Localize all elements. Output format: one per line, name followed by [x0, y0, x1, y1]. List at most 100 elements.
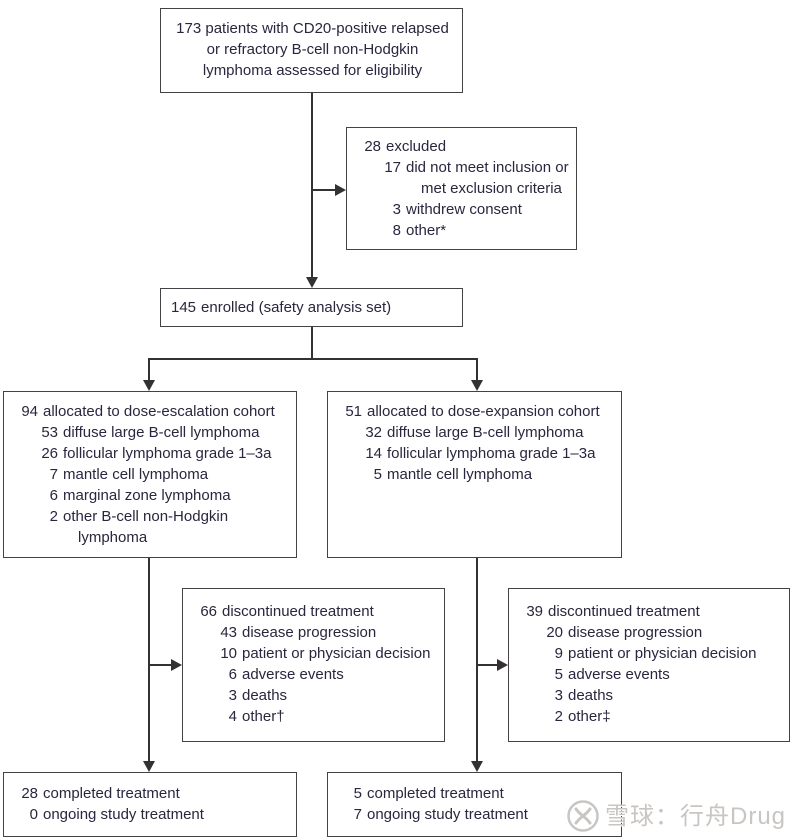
line-count: 2 — [554, 708, 563, 725]
box-line: met exclusion criteria — [357, 178, 568, 199]
line-text: marginal zone lymphoma — [63, 487, 231, 504]
line-text: completed treatment — [43, 785, 180, 802]
watermark-text: 雪球：行舟Drug — [605, 802, 787, 830]
line-text: adverse events — [568, 666, 670, 683]
line-count: 9 — [554, 645, 563, 662]
connector-branch-discontinued-expansion — [476, 664, 500, 666]
line-text: deaths — [242, 687, 288, 704]
box-line: lymphoma assessed for eligibility — [171, 60, 454, 81]
line-count: 7 — [49, 466, 58, 483]
line-count: 43 — [220, 624, 237, 641]
line-count: 32 — [365, 424, 382, 441]
line-count: 10 — [220, 645, 237, 662]
line-text: disease progression — [242, 624, 377, 641]
line-text: other† — [242, 708, 285, 725]
connector-split-right-stub — [476, 358, 478, 382]
box-line: 3 deaths — [193, 685, 436, 706]
box-eligibility: 173 patients with CD20-positive relapsed… — [160, 8, 463, 93]
box-line: lymphoma — [14, 527, 288, 548]
box-line: 28 excluded — [357, 136, 568, 157]
line-text: patient or physician decision — [568, 645, 757, 662]
line-count: 14 — [365, 445, 382, 462]
box-line: 6 marginal zone lymphoma — [14, 485, 288, 506]
line-text: completed treatment — [367, 785, 504, 802]
line-count: 17 — [384, 159, 401, 176]
line-count: 6 — [228, 666, 237, 683]
line-text: or refractory B-cell non-Hodgkin — [206, 41, 419, 58]
box-line: 173 patients with CD20-positive relapsed — [171, 18, 454, 39]
line-count: 2 — [49, 508, 58, 525]
line-text: other B-cell non-Hodgkin — [63, 508, 229, 525]
arrowhead-into-completed-escalation — [143, 761, 155, 772]
box-line: 10 patient or physician decision — [193, 643, 436, 664]
line-text: enrolled (safety analysis set) — [201, 299, 392, 316]
box-line: or refractory B-cell non-Hodgkin — [171, 39, 454, 60]
line-count: 5 — [554, 666, 563, 683]
box-line: 14 follicular lymphoma grade 1–3a — [338, 443, 613, 464]
line-text: diffuse large B-cell lymphoma — [63, 424, 260, 441]
line-text: mantle cell lymphoma — [387, 466, 533, 483]
line-text: follicular lymphoma grade 1–3a — [63, 445, 272, 462]
line-text: follicular lymphoma grade 1–3a — [387, 445, 596, 462]
line-count: 6 — [49, 487, 58, 504]
connector-branch-to-excluded — [311, 189, 336, 191]
line-count: 39 — [526, 603, 543, 620]
line-text: lymphoma — [78, 529, 148, 546]
line-text: patient or physician decision — [242, 645, 431, 662]
line-count: 4 — [228, 708, 237, 725]
box-line: 32 diffuse large B-cell lymphoma — [338, 422, 613, 443]
connector-eligibility-to-enrolled — [311, 93, 313, 279]
box-line: 9 patient or physician decision — [519, 643, 781, 664]
connector-split-left-stub — [148, 358, 150, 382]
box-dose-expansion-cohort: 51 allocated to dose-expansion cohort 32 d… — [327, 391, 622, 558]
box-line: 6 adverse events — [193, 664, 436, 685]
arrowhead-into-excluded — [335, 184, 346, 196]
arrowhead-into-completed-expansion — [471, 761, 483, 772]
line-text: discontinued treatment — [548, 603, 700, 620]
line-count: 66 — [200, 603, 217, 620]
box-line: 5 mantle cell lymphoma — [338, 464, 613, 485]
box-line: 2 other B-cell non-Hodgkin — [14, 506, 288, 527]
arrowhead-into-enrolled — [306, 277, 318, 288]
box-line: 5 adverse events — [519, 664, 781, 685]
line-count: 5 — [373, 466, 382, 483]
line-count: 8 — [392, 222, 401, 239]
line-count: 53 — [41, 424, 58, 441]
box-line: 39 discontinued treatment — [519, 601, 781, 622]
line-count: 7 — [353, 806, 362, 823]
box-line: 7 mantle cell lymphoma — [14, 464, 288, 485]
line-text: adverse events — [242, 666, 344, 683]
line-text: met exclusion criteria — [421, 180, 562, 197]
arrowhead-into-expansion — [471, 380, 483, 391]
line-text: ongoing study treatment — [43, 806, 204, 823]
line-count: 3 — [228, 687, 237, 704]
line-count: 94 — [21, 403, 38, 420]
line-count: 28 — [364, 138, 381, 155]
box-line: 53 diffuse large B-cell lymphoma — [14, 422, 288, 443]
line-text: excluded — [386, 138, 447, 155]
line-count: 3 — [392, 201, 401, 218]
line-count: 20 — [546, 624, 563, 641]
line-count: 51 — [345, 403, 362, 420]
connector-enrolled-down — [311, 327, 313, 360]
line-text: 173 patients with CD20-positive relapsed — [176, 20, 449, 37]
box-line: 43 disease progression — [193, 622, 436, 643]
arrowhead-into-discontinued-escalation — [171, 659, 182, 671]
line-text: allocated to dose-expansion cohort — [367, 403, 600, 420]
line-count: 3 — [554, 687, 563, 704]
line-text: diffuse large B-cell lymphoma — [387, 424, 584, 441]
line-text: mantle cell lymphoma — [63, 466, 209, 483]
